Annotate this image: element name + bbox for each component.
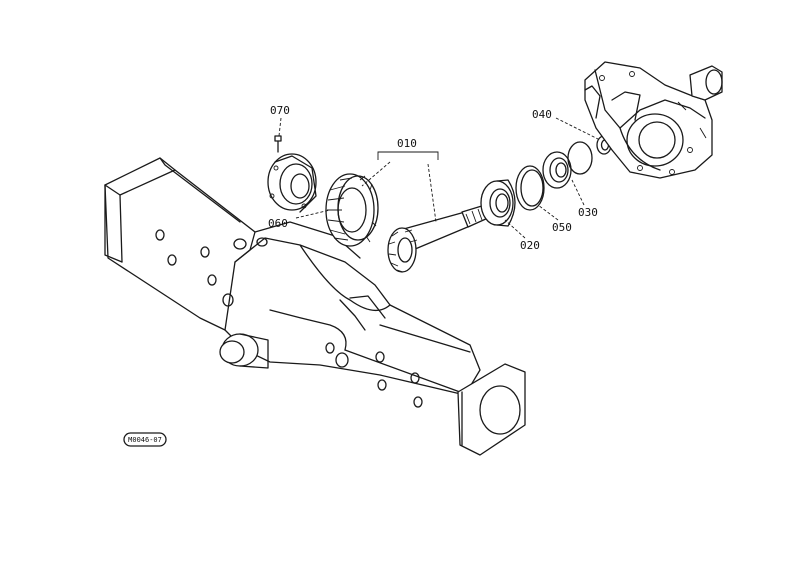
pinion-shaft-010 [387,204,489,273]
callout-020: 020 [520,239,540,252]
callout-labels: 010 070 060 020 050 030 040 [268,104,598,252]
leader-lines [278,117,601,239]
retainer-060 [267,153,317,213]
bearing-020 [480,179,516,227]
snap-ring-050 [515,165,545,211]
callout-010: 010 [397,137,417,150]
ring-gear-010 [325,173,379,247]
gear-case [584,61,723,179]
callout-060: 060 [268,217,288,230]
axle-housing [104,157,526,456]
reference-badge: M0046-07 [123,432,167,447]
reference-code: M0046-07 [128,436,162,444]
bolt-070 [274,135,282,153]
callout-040: 040 [532,108,552,121]
callout-030: 030 [578,206,598,219]
callout-070: 070 [270,104,290,117]
bearing-030 [542,141,593,189]
callout-050: 050 [552,221,572,234]
